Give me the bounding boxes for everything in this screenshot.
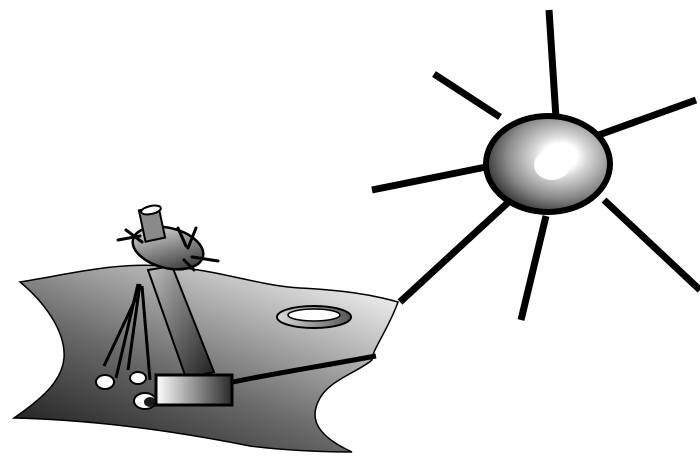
instrument-box xyxy=(156,375,232,405)
foot-left xyxy=(96,375,114,389)
sun-highlight xyxy=(534,150,570,180)
foot-bottom-shade xyxy=(144,397,156,407)
crater-inner xyxy=(288,309,340,321)
foot-middle xyxy=(130,372,146,384)
